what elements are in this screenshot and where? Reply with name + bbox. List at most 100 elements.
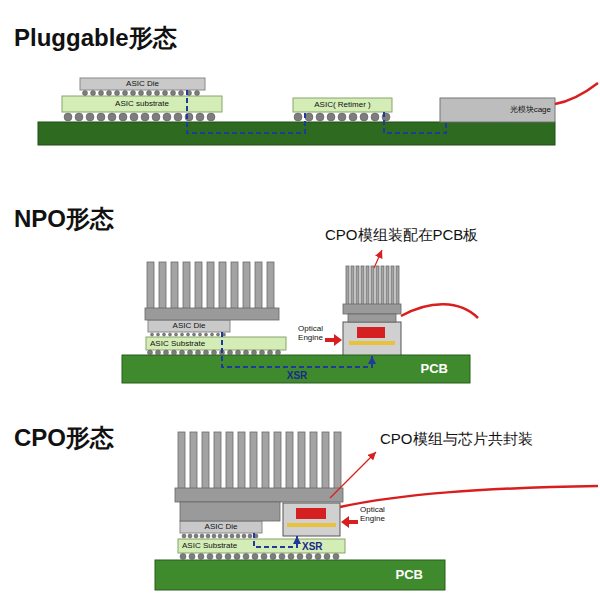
section-title: Pluggable形态 <box>14 24 177 53</box>
engine-label: Optical Engine <box>283 324 323 342</box>
solder-ball <box>130 113 138 121</box>
signal-path <box>384 112 446 133</box>
solder-ball <box>288 554 294 560</box>
solder-ball <box>261 554 267 560</box>
solder-ball <box>294 113 302 121</box>
solder-ball <box>175 333 178 336</box>
solder-ball <box>115 91 120 96</box>
heat-sink <box>310 432 317 489</box>
solder-ball <box>164 350 169 355</box>
heat-sink <box>178 432 185 489</box>
leader-line <box>330 452 376 498</box>
asic-substrate: ASIC Substrate <box>146 337 286 350</box>
solder-ball <box>152 113 160 121</box>
solder-ball <box>157 333 160 336</box>
box-label: ASIC Die <box>173 321 206 331</box>
box-label: ASIC substrate <box>115 99 169 109</box>
heat-sink <box>250 432 257 489</box>
solder-ball <box>64 113 72 121</box>
optical-engine: Optical Engine <box>283 503 340 536</box>
heat-sink <box>381 266 384 305</box>
solder-ball <box>194 534 198 538</box>
solder-ball <box>305 113 313 121</box>
optical-engine-parts <box>349 341 395 345</box>
solder-ball <box>91 91 96 96</box>
solder-ball <box>179 91 184 96</box>
solder-ball <box>147 91 152 96</box>
heat-sink <box>226 432 233 489</box>
solder-ball <box>228 350 233 355</box>
heat-sink <box>356 266 359 305</box>
solder-ball <box>360 113 368 121</box>
solder-ball <box>276 350 281 355</box>
solder-ball <box>211 333 214 336</box>
solder-ball <box>207 113 215 121</box>
solder-ball <box>248 534 252 538</box>
solder-ball <box>212 350 217 355</box>
solder-ball <box>181 333 184 336</box>
solder-ball <box>327 113 335 121</box>
optical-fiber <box>555 83 598 104</box>
optical-engine-parts <box>296 508 326 519</box>
solder-ball <box>236 350 241 355</box>
node-fill <box>62 78 555 590</box>
heat-sink <box>202 432 209 489</box>
module-cage-fill <box>440 98 555 122</box>
edge-label: XSR <box>287 370 308 381</box>
box-label: ASIC Die <box>205 522 238 532</box>
pcb-board: PCB <box>155 560 445 590</box>
solder-ball <box>155 91 160 96</box>
heat-sink <box>190 432 197 489</box>
optical-engine-fill <box>343 322 401 356</box>
heat-sink <box>219 262 226 309</box>
module-cage: 光模块cage <box>440 98 555 122</box>
solder-ball <box>306 554 312 560</box>
heat-sink <box>214 432 221 489</box>
solder-ball <box>260 350 265 355</box>
solder-ball <box>270 554 276 560</box>
box-label: ASIC( Retimer ) <box>314 100 370 110</box>
solder-ball <box>242 534 246 538</box>
asic-die-fill <box>148 320 230 332</box>
asic-die: ASIC Die <box>148 320 230 332</box>
heat-sink <box>371 266 374 305</box>
heat-sink <box>267 262 274 309</box>
heat-sink <box>351 266 354 305</box>
solder-ball <box>200 534 204 538</box>
solder-ball <box>180 554 186 560</box>
edge-label: XSR <box>302 541 323 552</box>
heat-sink <box>231 262 238 309</box>
solder-ball <box>230 534 234 538</box>
heat-sink <box>361 266 364 305</box>
heat-sink <box>207 262 214 309</box>
asic-die: ASIC Die <box>180 521 262 533</box>
solder-ball <box>180 350 185 355</box>
solder-ball <box>224 534 228 538</box>
heat-sink <box>376 266 379 305</box>
solder-ball <box>193 333 196 336</box>
box-label: PCB <box>421 361 448 377</box>
solder-ball <box>234 554 240 560</box>
box-label: ASIC Substrate <box>182 541 237 551</box>
solder-ball <box>182 534 186 538</box>
asic-die-fill <box>180 521 262 533</box>
engine-label: Optical Engine <box>360 505 400 523</box>
asic-substrate-fill <box>146 337 286 350</box>
leader-line <box>374 250 382 268</box>
solder-ball <box>199 333 202 336</box>
heat-sink <box>147 262 154 309</box>
solder-ball <box>244 350 249 355</box>
solder-ball <box>216 554 222 560</box>
solder-ball <box>218 534 222 538</box>
heat-sink <box>286 432 293 489</box>
leader-line <box>330 250 382 498</box>
solder-ball <box>83 91 88 96</box>
heat-sink <box>391 266 394 305</box>
solder-ball <box>189 554 195 560</box>
solder-ball <box>174 113 182 121</box>
heat-sink-base <box>145 308 279 320</box>
solder-ball <box>279 554 285 560</box>
solder-ball <box>64 91 390 560</box>
